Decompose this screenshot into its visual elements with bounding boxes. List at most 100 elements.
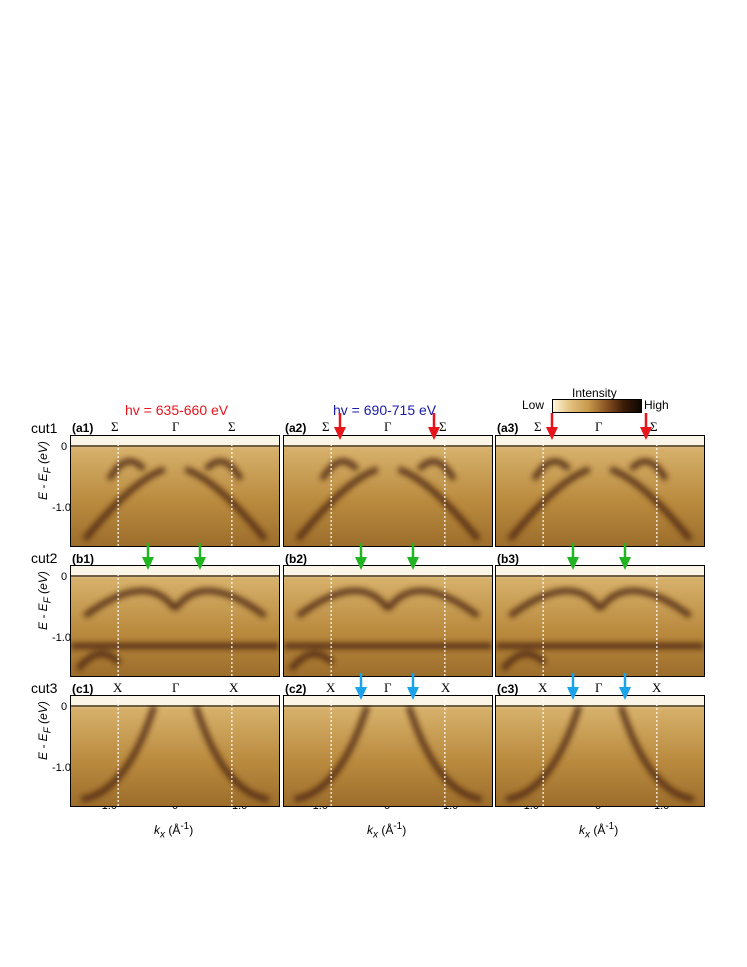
arpes-panel-a1	[70, 435, 280, 547]
panel-label-c1: (c1)	[72, 682, 94, 696]
sym-x-c3-right: X	[652, 680, 662, 695]
down-arrow-icon	[333, 413, 346, 446]
band-line	[184, 466, 268, 542]
band-dispersion	[295, 458, 481, 542]
y-tick-neg1-row2: -1.0	[52, 632, 71, 644]
x-axis-label-c3: kx (Å-1)	[579, 821, 619, 841]
band-dispersion	[507, 458, 693, 542]
sym-x-c1-right: X	[229, 680, 239, 695]
panel-label-a1: (a1)	[72, 421, 94, 435]
sym-x-c3-left: X	[538, 680, 548, 695]
band-line	[416, 458, 457, 481]
y-tick-neg1-row1: -1.0	[52, 502, 71, 514]
band-line	[80, 705, 158, 803]
panel-label-c3: (c3)	[497, 682, 519, 696]
band-line	[405, 705, 483, 803]
arpes-spectrum	[71, 566, 279, 676]
band-line	[319, 458, 360, 481]
sym-gamma-a3: Γ	[595, 419, 603, 434]
band-line	[609, 466, 693, 542]
arpes-spectrum	[71, 436, 279, 546]
sym-gamma-a1: Γ	[172, 419, 180, 434]
arpes-spectrum	[496, 696, 704, 806]
band-dispersion	[71, 587, 279, 672]
row-label-cut1: cut1	[31, 420, 58, 436]
y-tick-0-row1: 0	[61, 441, 68, 453]
above-fermi-region	[71, 566, 279, 575]
arpes-panel-c1	[70, 695, 280, 807]
sym-gamma-c3: Γ	[595, 680, 603, 695]
down-arrow-icon	[194, 543, 207, 576]
sym-x-c2-right: X	[441, 680, 451, 695]
spectrum-background	[496, 436, 704, 546]
panel-label-a3: (a3)	[497, 421, 519, 435]
sym-sigma-a2-left: Σ	[322, 419, 330, 434]
band-line	[288, 651, 335, 672]
colorbar-high-label: High	[644, 398, 669, 412]
down-arrow-icon	[354, 543, 367, 576]
spectrum-background	[71, 566, 279, 676]
down-arrow-icon	[407, 673, 420, 706]
band-line	[75, 651, 122, 672]
band-line	[172, 587, 267, 619]
arpes-panel-b2	[283, 565, 493, 677]
above-fermi-region	[496, 566, 704, 575]
down-arrow-icon	[566, 673, 579, 706]
band-line	[82, 466, 166, 542]
arpes-panel-c3	[495, 695, 705, 807]
spectrum-background	[284, 436, 492, 546]
band-line	[293, 705, 371, 803]
band-line	[617, 705, 695, 803]
sym-gamma-c1: Γ	[172, 680, 180, 695]
panel-label-c2: (c2)	[285, 682, 307, 696]
panel-label-b2: (b2)	[285, 552, 307, 566]
panel-label-a2: (a2)	[285, 421, 307, 435]
band-line	[507, 466, 591, 542]
band-line	[203, 458, 244, 481]
above-fermi-region	[284, 566, 492, 575]
down-arrow-icon	[619, 543, 632, 576]
down-arrow-icon	[407, 543, 420, 576]
y-axis-label-row3: E - EF (eV)	[36, 701, 54, 760]
arpes-panel-b3	[495, 565, 705, 677]
sym-gamma-a2: Γ	[384, 419, 392, 434]
band-line	[500, 651, 547, 672]
down-arrow-icon	[428, 413, 441, 446]
arpes-panel-a3	[495, 435, 705, 547]
y-tick-0-row3: 0	[61, 701, 68, 713]
panel-label-b3: (b3)	[497, 552, 519, 566]
down-arrow-icon	[545, 413, 558, 446]
band-line	[296, 587, 391, 619]
arpes-spectrum	[284, 696, 492, 806]
photon-energy-label-1: hv = 635-660 eV	[125, 402, 229, 418]
sym-sigma-a3-left: Σ	[534, 419, 542, 434]
spectrum-background	[496, 566, 704, 676]
band-line	[192, 705, 270, 803]
arpes-spectrum	[284, 436, 492, 546]
band-line	[531, 458, 572, 481]
y-axis-label-row2: E - EF (eV)	[36, 571, 54, 630]
above-fermi-region	[71, 696, 279, 705]
colorbar-title: Intensity	[572, 386, 617, 400]
sym-sigma-a1-right: Σ	[228, 419, 236, 434]
row-label-cut2: cut2	[31, 550, 58, 566]
band-line	[397, 466, 481, 542]
colorbar	[552, 399, 642, 413]
above-fermi-region	[496, 436, 704, 445]
above-fermi-region	[71, 436, 279, 445]
down-arrow-icon	[354, 673, 367, 706]
band-line	[505, 705, 583, 803]
above-fermi-region	[496, 696, 704, 705]
down-arrow-icon	[566, 543, 579, 576]
band-dispersion	[496, 587, 704, 672]
band-line	[628, 458, 669, 481]
down-arrow-icon	[640, 413, 653, 446]
above-fermi-region	[284, 696, 492, 705]
band-dispersion	[284, 587, 492, 672]
arpes-spectrum	[284, 566, 492, 676]
band-dispersion	[293, 705, 483, 803]
down-arrow-icon	[619, 673, 632, 706]
photon-energy-label-2: hv = 690-715 eV	[333, 402, 437, 418]
y-tick-0-row2: 0	[61, 571, 68, 583]
band-line	[508, 587, 603, 619]
